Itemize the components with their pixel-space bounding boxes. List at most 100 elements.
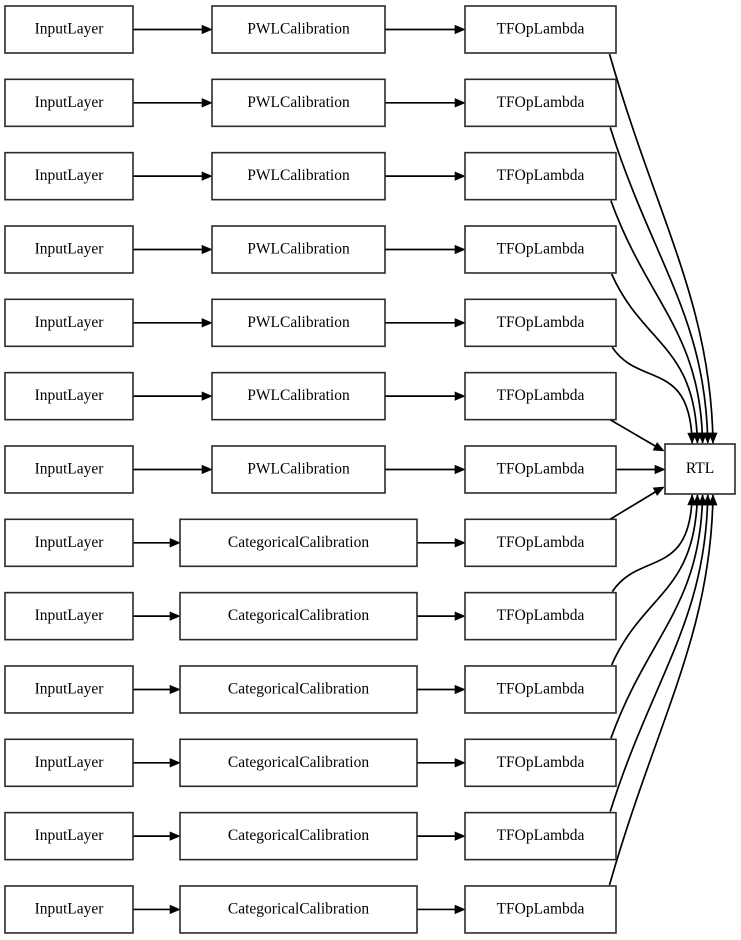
edge-input-to-calibration-10-arrowhead	[169, 684, 181, 695]
node-input-layer-5[interactable]: InputLayer	[4, 298, 134, 348]
node-input-layer-7-label: InputLayer	[35, 461, 105, 478]
node-input-layer-3-box	[4, 151, 134, 201]
node-input-layer-11[interactable]: InputLayer	[4, 738, 134, 788]
node-input-layer-1-label: InputLayer	[35, 21, 105, 38]
edge-lambda-to-rtl-3	[610, 200, 704, 444]
edge-lambda-to-rtl-7-arrowhead	[654, 464, 666, 475]
node-input-layer-6-box	[4, 371, 134, 421]
node-tf-op-lambda-8[interactable]: TFOpLambda	[464, 518, 617, 568]
edge-calibration-to-lambda-6-arrowhead	[454, 391, 466, 401]
node-input-layer-12[interactable]: InputLayer	[4, 811, 134, 861]
node-pwl-calibration-6[interactable]: PWLCalibration	[211, 371, 386, 421]
node-input-layer-2[interactable]: InputLayer	[4, 78, 134, 128]
edge-input-to-calibration-9-arrowhead	[169, 611, 181, 621]
node-categorical-calibration-9-box	[179, 591, 418, 641]
edge-input-to-calibration-2-arrowhead	[201, 98, 213, 108]
node-categorical-calibration-11-label: CategoricalCalibration	[228, 754, 369, 771]
node-categorical-calibration-10[interactable]: CategoricalCalibration	[179, 665, 418, 714]
node-pwl-calibration-2[interactable]: PWLCalibration	[211, 78, 386, 128]
edge-input-to-calibration-8-arrowhead	[169, 538, 181, 548]
node-tf-op-lambda-1-label: TFOpLambda	[497, 21, 585, 38]
node-input-layer-10-label: InputLayer	[35, 681, 105, 698]
edge-lambda-to-rtl-13-arrowhead	[708, 494, 718, 506]
edge-lambda-to-rtl-12	[609, 494, 709, 812]
edge-calibration-to-lambda-4-arrowhead	[454, 244, 466, 255]
node-pwl-calibration-1[interactable]: PWLCalibration	[211, 5, 386, 54]
node-input-layer-9[interactable]: InputLayer	[4, 591, 134, 641]
edge-calibration-to-lambda-7-arrowhead	[454, 464, 466, 475]
node-input-layer-13[interactable]: InputLayer	[4, 885, 134, 934]
node-pwl-calibration-3-label: PWLCalibration	[247, 167, 350, 184]
node-tf-op-lambda-9[interactable]: TFOpLambda	[464, 591, 617, 641]
node-tf-op-lambda-12-box	[464, 811, 617, 861]
node-tf-op-lambda-6[interactable]: TFOpLambda	[464, 371, 617, 421]
node-tf-op-lambda-5-label: TFOpLambda	[497, 314, 585, 331]
node-categorical-calibration-9[interactable]: CategoricalCalibration	[179, 591, 418, 641]
node-pwl-calibration-1-label: PWLCalibration	[247, 21, 350, 38]
node-categorical-calibration-8-box	[179, 518, 418, 568]
node-tf-op-lambda-6-label: TFOpLambda	[497, 387, 585, 404]
node-categorical-calibration-11[interactable]: CategoricalCalibration	[179, 738, 418, 788]
edge-calibration-to-lambda-2-arrowhead	[454, 98, 466, 108]
edge-input-to-calibration-13-arrowhead	[169, 904, 181, 915]
node-input-layer-3-label: InputLayer	[35, 167, 105, 184]
node-categorical-calibration-13[interactable]: CategoricalCalibration	[179, 885, 418, 934]
node-input-layer-1[interactable]: InputLayer	[4, 5, 134, 54]
node-input-layer-8[interactable]: InputLayer	[4, 518, 134, 568]
node-pwl-calibration-7[interactable]: PWLCalibration	[211, 445, 386, 494]
node-input-layer-5-box	[4, 298, 134, 348]
node-input-layer-4[interactable]: InputLayer	[4, 225, 134, 274]
node-pwl-calibration-3[interactable]: PWLCalibration	[211, 151, 386, 201]
node-tf-op-lambda-11-box	[464, 738, 617, 788]
node-pwl-calibration-7-label: PWLCalibration	[247, 461, 350, 478]
node-tf-op-lambda-7[interactable]: TFOpLambda	[464, 445, 617, 494]
node-pwl-calibration-4-label: PWLCalibration	[247, 241, 350, 258]
node-input-layer-9-box	[4, 591, 134, 641]
edge-lambda-to-rtl-5-arrowhead	[687, 432, 697, 444]
node-tf-op-lambda-10[interactable]: TFOpLambda	[464, 665, 617, 714]
node-input-layer-12-label: InputLayer	[35, 827, 105, 844]
node-rtl-output[interactable]: RTL	[664, 443, 736, 495]
edge-lambda-to-rtl-10	[610, 494, 699, 666]
node-input-layer-7[interactable]: InputLayer	[4, 445, 134, 494]
node-categorical-calibration-13-label: CategoricalCalibration	[228, 901, 369, 918]
node-categorical-calibration-8[interactable]: CategoricalCalibration	[179, 518, 418, 568]
edge-calibration-to-lambda-12-arrowhead	[454, 831, 466, 841]
node-tf-op-lambda-11[interactable]: TFOpLambda	[464, 738, 617, 788]
node-tf-op-lambda-4[interactable]: TFOpLambda	[464, 225, 617, 274]
node-tf-op-lambda-11-label: TFOpLambda	[497, 754, 585, 771]
node-input-layer-10[interactable]: InputLayer	[4, 665, 134, 714]
node-input-layer-13-box	[4, 885, 134, 934]
node-categorical-calibration-10-box	[179, 665, 418, 714]
node-tf-op-lambda-13[interactable]: TFOpLambda	[464, 885, 617, 934]
edge-lambda-to-rtl-8	[609, 490, 657, 521]
node-input-layer-3[interactable]: InputLayer	[4, 151, 134, 201]
node-tf-op-lambda-2-label: TFOpLambda	[497, 94, 585, 111]
edge-lambda-to-rtl-13	[608, 494, 714, 886]
node-input-layer-2-label: InputLayer	[35, 94, 105, 111]
node-tf-op-lambda-10-box	[464, 665, 617, 714]
edge-calibration-to-lambda-1-arrowhead	[454, 24, 466, 35]
node-tf-op-lambda-12[interactable]: TFOpLambda	[464, 811, 617, 861]
node-tf-op-lambda-5[interactable]: TFOpLambda	[464, 298, 617, 348]
node-tf-op-lambda-12-label: TFOpLambda	[497, 827, 585, 844]
node-input-layer-8-box	[4, 518, 134, 568]
node-pwl-calibration-4[interactable]: PWLCalibration	[211, 225, 386, 274]
node-categorical-calibration-12[interactable]: CategoricalCalibration	[179, 811, 418, 861]
node-rtl-output-label: RTL	[686, 460, 714, 477]
node-input-layer-11-label: InputLayer	[35, 754, 105, 771]
node-categorical-calibration-12-box	[179, 811, 418, 861]
node-categorical-calibration-9-label: CategoricalCalibration	[228, 607, 369, 624]
node-tf-op-lambda-2[interactable]: TFOpLambda	[464, 78, 617, 128]
edge-input-to-calibration-7-arrowhead	[201, 464, 213, 475]
node-input-layer-7-box	[4, 445, 134, 494]
node-tf-op-lambda-5-box	[464, 298, 617, 348]
edge-calibration-to-lambda-11-arrowhead	[454, 758, 466, 768]
node-tf-op-lambda-1[interactable]: TFOpLambda	[464, 5, 617, 54]
node-tf-op-lambda-4-box	[464, 225, 617, 274]
node-tf-op-lambda-3[interactable]: TFOpLambda	[464, 151, 617, 201]
edge-input-to-calibration-11-arrowhead	[169, 758, 181, 768]
node-pwl-calibration-5[interactable]: PWLCalibration	[211, 298, 386, 348]
node-input-layer-6[interactable]: InputLayer	[4, 371, 134, 421]
